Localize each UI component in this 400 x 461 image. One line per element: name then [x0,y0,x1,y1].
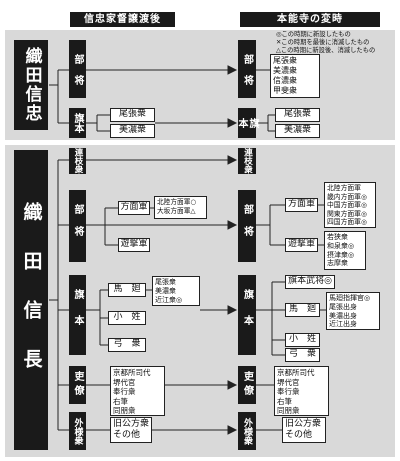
hokaku-left-list: 北陸方面軍○ 大坂方面軍△ [154,196,207,219]
hokaku-left: 方面軍 [118,201,150,215]
hatamoto-left: 旗本 [69,275,86,355]
rennshu-right: 連枝衆 [238,148,256,174]
yugekigun-left: 遊撃軍 [118,238,150,252]
rishu-right-list: 京都所司代 堺代官 奉行衆 右筆 同朋衆 [274,366,329,416]
rishu-left: 吏僚 [69,366,86,404]
nobutada-busho-left: 部 将 [69,40,86,98]
header-after-succession: 信忠家督譲渡後 [70,12,175,27]
legend: ◎この時期に新設したもの ✕この時期を最後に消滅したもの △この時期に新設後、消… [276,31,376,54]
nobutada-hatamoto-right-owari: 尾張衆 [275,108,320,122]
umamawari-left-list: 尾張衆 美濃衆 近江衆◎ [152,276,200,306]
tozama-right: 外様衆 [238,412,256,450]
buke-right: 旗本武将◎ [285,275,335,289]
kosho-right: 小 姓 [285,333,320,347]
tozama-left-list: 旧公方衆 その他 [110,417,152,443]
kosho-left: 小 姓 [108,311,146,325]
header-honnoji: 本能寺の変時 [240,12,380,27]
umamawari-right-list: 馬廻指揮官◎ 尾張出身 美濃出身 近江出身 [326,292,380,330]
nobunaga-name: 織田信長 [14,150,48,450]
nobutada-hatamoto-right-mino: 美濃衆 [275,124,320,138]
umamawari-right: 馬 廻 [285,303,320,317]
nobutada-hatamoto-left: 旗本 [69,108,86,138]
nobutada-hatamoto-left-owari: 尾張衆 [110,108,155,122]
busho-right: 部将 [238,190,256,262]
umamawari-left: 馬 廻 [108,283,146,297]
yugekigun-right: 遊撃軍 [285,238,318,252]
tozama-left: 外様衆 [69,412,86,450]
hokaku-right: 方面軍 [285,198,318,212]
nobutada-hatamoto-left-mino: 美濃衆 [110,124,155,138]
rishu-right: 吏僚 [238,366,256,404]
hokaku-right-list: 北陸方面軍 畿内方面軍◎ 中国方面軍◎ 関東方面軍◎ 四国方面軍◎ [324,182,376,228]
rishu-left-list: 京都所司代 堺代官 奉行衆 右筆 同朋衆 [110,366,165,416]
yumishu-right: 弓 衆 [285,348,320,362]
busho-left: 部将 [69,190,86,262]
yugekigun-right-list: 若狭衆 和泉衆◎ 摂津衆◎ 志摩衆 [324,231,366,270]
yumishu-left: 弓 衆 [108,338,146,352]
tozama-right-list: 旧公方衆 その他 [282,417,326,443]
hatamoto-right: 旗本 [238,275,256,355]
nobutada-name: 織田信忠 [14,40,48,130]
rennshu-left: 連枝衆 [69,148,86,174]
nobutada-busho-right-list: 尾張衆 美濃衆 信濃衆 甲斐衆 [270,54,320,98]
nobutada-busho-right: 部 将 [238,40,256,98]
nobutada-hatamoto-right: 旗 本 [236,108,258,138]
